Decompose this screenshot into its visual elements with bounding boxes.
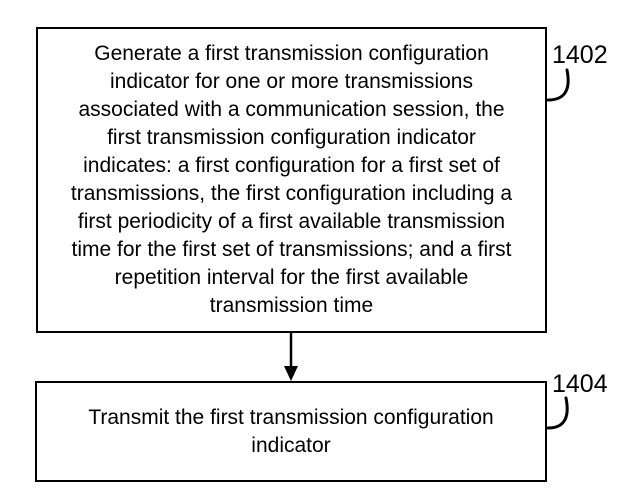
ref-label-1402: 1402 (552, 41, 608, 69)
step-text-transmit-indicator: Transmit the first transmission configur… (88, 405, 494, 457)
ref-hook-1402-icon (546, 68, 570, 102)
step-box-generate-indicator: Generate a first transmission configurat… (36, 27, 547, 333)
step-box-transmit-indicator: Transmit the first transmission configur… (35, 381, 547, 482)
step-text-generate-indicator: Generate a first transmission configurat… (70, 42, 513, 317)
flow-arrow-head-icon (284, 366, 298, 381)
ref-label-1404: 1404 (552, 370, 608, 398)
ref-hook-1404-icon (546, 396, 569, 430)
